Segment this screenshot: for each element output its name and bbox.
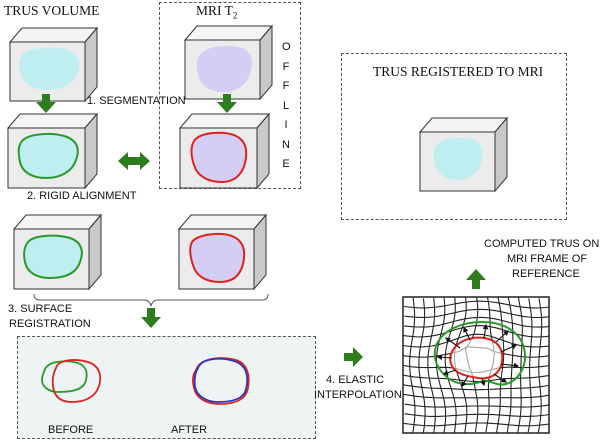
trus-aligned-contour [23,234,83,280]
step-segmentation: 1. SEGMENTATION [87,95,186,107]
elastic-deformation-grid [402,296,550,434]
mri-t2-title: MRI T2 [196,3,237,21]
offline-text: OFFLINE [282,41,291,170]
after-contours [192,357,250,405]
after-label: AFTER [171,424,208,436]
grid-line-horizontal [402,333,550,348]
deformation-arrow-head [480,380,486,387]
deformed-red-contour [449,336,504,380]
deformation-arrow-head [442,370,449,376]
computed-line3: REFERENCE [512,268,580,280]
computed-line2: MRI FRAME OF [507,253,588,265]
cube-mri-aligned [177,213,268,291]
arrow-up-computed [466,269,486,289]
surface-registration-panel [17,336,316,439]
deformation-arrow-head [482,323,489,330]
trus-volume-shape [19,47,80,90]
arrow-down-trus-seg [36,94,56,113]
deformation-arrow-head [511,344,518,350]
trus-registered-shape [433,137,483,180]
computed-line1: COMPUTED TRUS ON [484,238,600,250]
grid-line-horizontal [402,374,549,383]
cube-trus-aligned [12,213,103,291]
before-contours [41,359,102,403]
grid-line-horizontal [403,422,550,427]
deformation-arrow-head [436,354,443,361]
surface-registration-bracket [33,293,269,307]
rigid-alignment-arrow [118,152,150,170]
cube-trus-volume [8,26,99,103]
mri-t2-subscript: 2 [232,10,238,21]
cube-mri-t2 [183,24,274,101]
mri-aligned-contour [189,233,246,284]
before-label: BEFORE [48,424,94,436]
mri-segmentation-contour [190,131,248,184]
trus-segmentation-contour [17,132,79,180]
deformation-arrow-head [463,326,469,333]
cube-mri-segmented [178,112,271,190]
trus-volume-title: TRUS VOLUME [4,3,100,18]
deformed-green-contour [433,320,526,386]
trus-registered-title: TRUS REGISTERED TO MRI [373,64,544,79]
deformation-arrow-head [501,377,507,383]
grid-line-horizontal [402,384,550,391]
cube-trus-registered [418,116,509,193]
arrow-down-mri-seg [217,94,237,113]
registered-result-frame [341,53,567,220]
grid-line-horizontal [404,413,550,417]
offline-label: OFFLINE [281,38,291,175]
deformation-arrow-head [445,337,452,343]
step-surface-line1: 3. SURFACE [8,303,73,315]
grid-line-horizontal [404,308,550,319]
deformation-arrow-head [513,362,520,369]
grid-line-horizontal [402,325,550,338]
deformation-arrow-head [503,330,509,336]
grid-line-horizontal [403,300,550,309]
grid-line-horizontal [404,403,550,408]
grid-line-horizontal [404,316,550,328]
step-rigid-alignment: 2. RIGID ALIGNMENT [27,190,137,202]
cube-trus-segmented [6,112,99,190]
mri-t2-title-text: MRI T [196,3,233,18]
step-elastic-line2: INTERPOLATION [314,389,402,401]
arrow-right-elastic [344,347,363,367]
deformation-arrow-head [461,381,467,387]
step-elastic-line1: 4. ELASTIC [326,374,385,386]
arrow-down-surface [141,308,161,328]
step-surface-line2: REGISTRATION [9,318,91,330]
mri-volume-shape [196,46,252,92]
grid-line-horizontal [403,393,550,399]
